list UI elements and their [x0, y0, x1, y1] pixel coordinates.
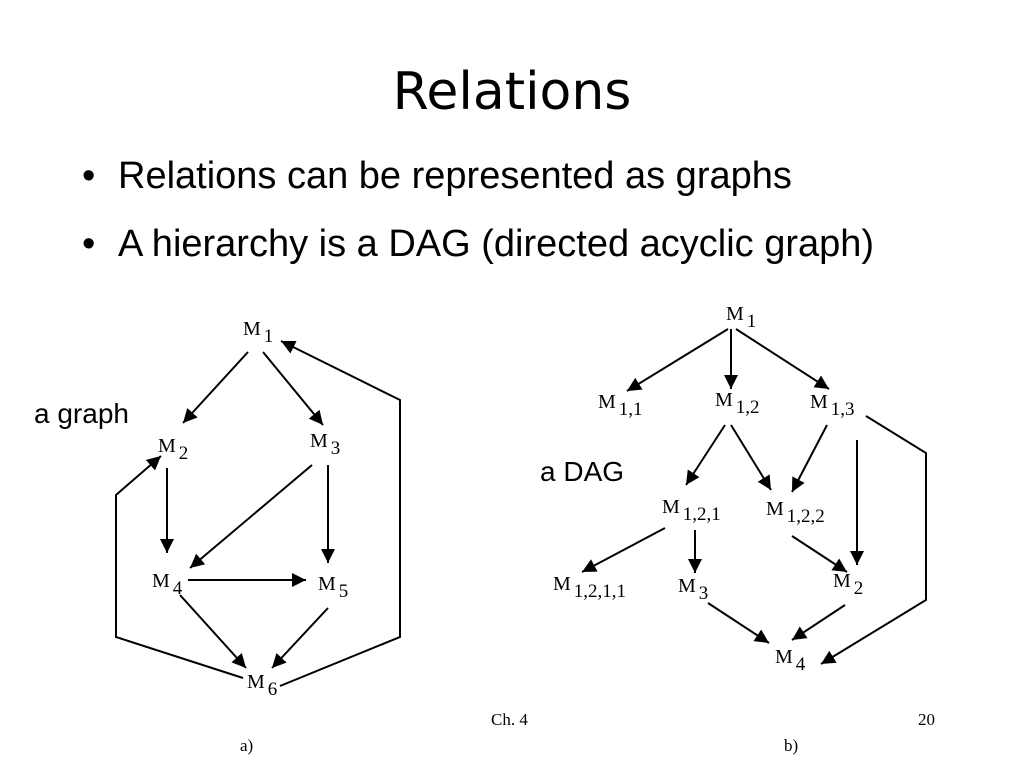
graph-a-edge-m1-to-m2 [182, 351, 249, 424]
footer-chapter: Ch. 4 [491, 710, 528, 729]
graph-a-label: a graph [34, 398, 129, 429]
graph-a-caption: a) [240, 736, 254, 755]
graph-a-edge-m5-to-m6 [271, 607, 329, 669]
svg-text:M4: M4 [775, 646, 806, 675]
svg-text:M1,3: M1,3 [810, 391, 855, 420]
graph-b-label: a DAG [540, 456, 625, 487]
bullet-list: • Relations can be represented as graphs… [82, 148, 962, 284]
svg-text:M1: M1 [243, 318, 273, 347]
footer-page-number: 20 [918, 710, 935, 729]
graph-b-edge-m1-to-m13 [735, 328, 830, 390]
bullet-dot: • [82, 155, 96, 197]
svg-text:M1: M1 [726, 303, 756, 332]
bullet-text: Relations can be represented as graphs [118, 155, 792, 197]
graph-b-edge-m2-to-m4 [791, 604, 846, 641]
svg-text:M3: M3 [310, 430, 340, 459]
graph-a-edge-m3-to-m4 [189, 464, 313, 569]
graph-b-edge-m13-to-m4 [820, 415, 927, 665]
graph-b-edge-m12-to-m121 [685, 424, 726, 486]
bullet-item: • Relations can be represented as graphs [82, 148, 962, 204]
graph-b-edge-m12-to-m122 [730, 424, 772, 491]
svg-text:M3: M3 [678, 575, 708, 604]
graph-b-edge-m122-to-m2 [791, 535, 848, 573]
bullet-text: A hierarchy is a DAG (directed acyclic g… [118, 223, 875, 265]
graph-a-edge-m6-to-m1 [279, 340, 401, 687]
bullet-dot: • [82, 223, 96, 265]
svg-text:M6: M6 [247, 671, 277, 700]
svg-text:M1,2,2: M1,2,2 [766, 498, 825, 527]
svg-text:M1,2,1: M1,2,1 [662, 496, 721, 525]
graph-b-caption: b) [784, 736, 799, 755]
graph-a-edge-m4-to-m6 [179, 594, 247, 669]
graph-b-edge-m3-to-m4 [707, 602, 770, 644]
svg-text:M2: M2 [158, 435, 188, 464]
svg-text:M5: M5 [318, 573, 348, 602]
svg-text:M4: M4 [152, 570, 183, 599]
svg-text:M1,1: M1,1 [598, 391, 643, 420]
svg-text:M1,2,1,1: M1,2,1,1 [553, 573, 626, 602]
slide-title: Relations [392, 62, 632, 122]
bullet-item: • A hierarchy is a DAG (directed acyclic… [82, 216, 962, 272]
graph-b-edge-m13-to-m122 [791, 424, 828, 493]
graph-a-edge-m1-to-m3 [262, 351, 324, 426]
graph-b-edge-m121-to-m1211 [581, 527, 666, 573]
svg-text:M1,2: M1,2 [715, 389, 760, 418]
svg-text:M2: M2 [833, 570, 863, 599]
graph-b-edge-m1-to-m11 [626, 328, 729, 392]
graph-a-edge-m6-to-m2 [115, 455, 244, 679]
